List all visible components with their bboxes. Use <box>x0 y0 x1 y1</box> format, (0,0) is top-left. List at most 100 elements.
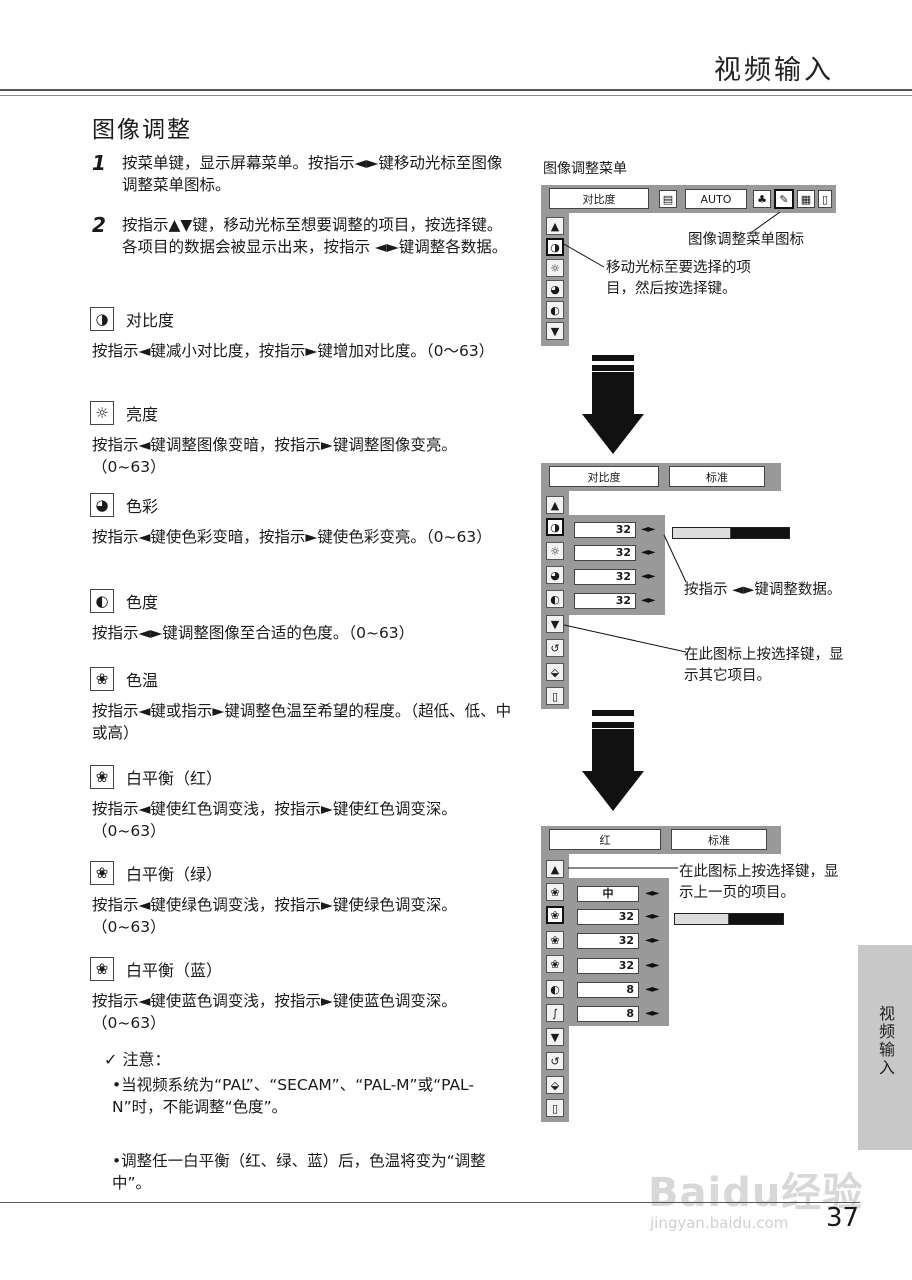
item-desc: 按指示◄键使红色调变浅，按指示►键使红色调变深。（0~63） <box>92 800 457 840</box>
menu1-bar: 对比度 ▤ AUTO ♣ ✎ ▦ ▯ <box>541 185 836 213</box>
menu3-callout-line <box>568 867 678 869</box>
header-rule-thin <box>0 95 912 96</box>
left-right-arrows-icon[interactable]: ◄► <box>641 595 655 606</box>
footer-rule <box>0 1202 860 1203</box>
image-adjust-menu-icon[interactable]: ✎ <box>774 189 794 209</box>
wb-red-slider[interactable] <box>674 913 784 925</box>
menu2-callout-lines <box>563 534 687 653</box>
step-2: 2 按指示▲▼键，移动光标至想要调整的项目，按选择键。各项目的数据会被显示出来，… <box>92 214 512 258</box>
side-tab-label: 视频输入 <box>876 1005 895 1077</box>
up-arrow-icon[interactable]: ▲ <box>546 860 564 878</box>
brightness-icon[interactable]: ☼ <box>546 542 564 560</box>
arrow-bar <box>592 355 634 361</box>
arrow-bar <box>592 365 634 371</box>
reset-icon[interactable]: ↺ <box>546 1052 564 1070</box>
left-right-arrows-icon[interactable]: ◄► <box>645 888 659 899</box>
up-arrow-icon[interactable]: ▲ <box>546 217 564 235</box>
contrast-icon[interactable]: ◑ <box>546 238 564 256</box>
white-balance-red-icon[interactable]: ❀ <box>546 906 564 924</box>
white-balance-green-icon[interactable]: ❀ <box>546 931 564 949</box>
item-name: 色度 <box>126 593 159 612</box>
left-right-arrows-icon[interactable]: ◄► <box>645 911 659 922</box>
slider-fill <box>675 914 729 924</box>
up-arrow-icon[interactable]: ▲ <box>546 496 564 514</box>
tint-value: 32 <box>574 593 636 609</box>
item-wb-red: ❀ 白平衡（红） <box>90 764 222 790</box>
store-icon[interactable]: ⬙ <box>546 1076 564 1094</box>
menu2-column: ▲ ◑ ☼ ◕ ◐ ▼ ↺ ⬙ ▯ <box>541 491 569 709</box>
callout-next: 在此图标上按选择键，显示其它项目。 <box>684 647 844 684</box>
gamma-icon[interactable]: ∫ <box>546 1004 564 1022</box>
tint-icon[interactable]: ◐ <box>546 590 564 608</box>
setting-icon[interactable]: ▯ <box>818 190 832 208</box>
left-right-arrows-icon[interactable]: ◄► <box>645 984 659 995</box>
brightness-icon[interactable]: ☼ <box>546 259 564 277</box>
people-icon[interactable]: ♣ <box>753 190 771 208</box>
left-right-arrows-icon[interactable]: ◄► <box>645 1008 659 1019</box>
color-icon[interactable]: ◕ <box>546 566 564 584</box>
wb-green-value: 32 <box>577 933 639 949</box>
side-tab: 视频输入 <box>858 945 912 1150</box>
auto-box: AUTO <box>685 189 747 209</box>
exit-icon[interactable]: ▯ <box>546 687 564 705</box>
page-number: 37 <box>826 1203 860 1233</box>
step-1: 1 按菜单键，显示屏幕菜单。按指示◄►键移动光标至图像调整菜单图标。 <box>92 152 512 196</box>
left-right-arrows-icon[interactable]: ◄► <box>641 571 655 582</box>
item-name: 亮度 <box>126 405 159 424</box>
tint-icon: ◐ <box>90 589 114 613</box>
item-name: 色温 <box>126 671 159 690</box>
item-name: 白平衡（绿） <box>126 865 223 884</box>
left-right-arrows-icon[interactable]: ◄► <box>641 547 655 558</box>
down-arrow-icon[interactable]: ▼ <box>546 322 564 340</box>
item-name: 对比度 <box>126 311 175 330</box>
sharpness-icon[interactable]: ◐ <box>546 980 564 998</box>
item-brightness: ☼ 亮度 <box>90 400 158 426</box>
callout-icon: 图像调整菜单图标 <box>688 232 804 248</box>
color-temp-value: 中 <box>577 886 639 902</box>
header-rule <box>0 89 912 91</box>
gamma-value: 8 <box>577 1006 639 1022</box>
item-wb-green: ❀ 白平衡（绿） <box>90 860 222 886</box>
color-temp-icon[interactable]: ❀ <box>546 883 564 901</box>
down-arrow-icon[interactable]: ▼ <box>546 1028 564 1046</box>
item-desc: 按指示◄键或指示►键调整色温至希望的程度。（超低、低、中或高） <box>92 702 512 742</box>
color-icon[interactable]: ◕ <box>546 280 564 298</box>
input-icon[interactable]: ▤ <box>659 190 677 208</box>
store-icon[interactable]: ⬙ <box>546 663 564 681</box>
item-contrast: ◑ 对比度 <box>90 306 174 332</box>
item-name: 色彩 <box>126 497 159 516</box>
note-bullet: •当视频系统为“PAL”、“SECAM”、“PAL-M”或“PAL-N”时，不能… <box>112 1076 475 1116</box>
contrast-icon[interactable]: ◑ <box>546 518 564 536</box>
reset-icon[interactable]: ↺ <box>546 639 564 657</box>
screen-icon[interactable]: ▦ <box>797 190 815 208</box>
tint-icon[interactable]: ◐ <box>546 301 564 319</box>
exit-icon[interactable]: ▯ <box>546 1099 564 1117</box>
note-bullet: •调整任一白平衡（红、绿、蓝）后，色温将变为“调整中”。 <box>112 1152 486 1192</box>
contrast-slider[interactable] <box>672 527 790 539</box>
contrast-icon: ◑ <box>90 307 114 331</box>
white-balance-blue-icon[interactable]: ❀ <box>546 955 564 973</box>
color-icon: ◕ <box>90 493 114 517</box>
item-color-temp: ❀ 色温 <box>90 666 158 692</box>
item-desc: 按指示◄键调整图像变暗，按指示►键调整图像变亮。（0~63） <box>92 436 457 476</box>
item-desc: 按指示◄键使色彩变暗，按指示►键使色彩变亮。（0~63） <box>92 528 492 546</box>
white-balance-green-icon: ❀ <box>90 861 114 885</box>
section-title: 图像调整 <box>92 117 192 143</box>
brightness-value: 32 <box>574 545 636 561</box>
menu3-mode: 标准 <box>671 829 767 850</box>
step-text: 按指示▲▼键，移动光标至想要调整的项目，按选择键。各项目的数据会被显示出来，按指… <box>122 216 508 256</box>
item-desc: 按指示◄►键调整图像至合适的色度。（0~63） <box>92 624 415 642</box>
menu-caption: 图像调整菜单 <box>543 161 627 177</box>
left-right-arrows-icon[interactable]: ◄► <box>645 960 659 971</box>
item-desc: 按指示◄键减小对比度，按指示►键增加对比度。（0～63） <box>92 342 495 360</box>
down-arrow-icon[interactable]: ▼ <box>546 615 564 633</box>
left-right-arrows-icon[interactable]: ◄► <box>641 524 655 535</box>
left-right-arrows-icon[interactable]: ◄► <box>645 935 659 946</box>
menu2-values: 32 ◄► 32 ◄► 32 ◄► 32 ◄► <box>569 515 665 615</box>
item-name: 白平衡（蓝） <box>126 961 223 980</box>
watermark-url: jingyan.baidu.com <box>650 1214 789 1232</box>
contrast-value: 32 <box>574 522 636 538</box>
menu2-mode: 标准 <box>669 466 765 487</box>
brightness-icon: ☼ <box>90 401 114 425</box>
slider-fill <box>673 528 731 538</box>
